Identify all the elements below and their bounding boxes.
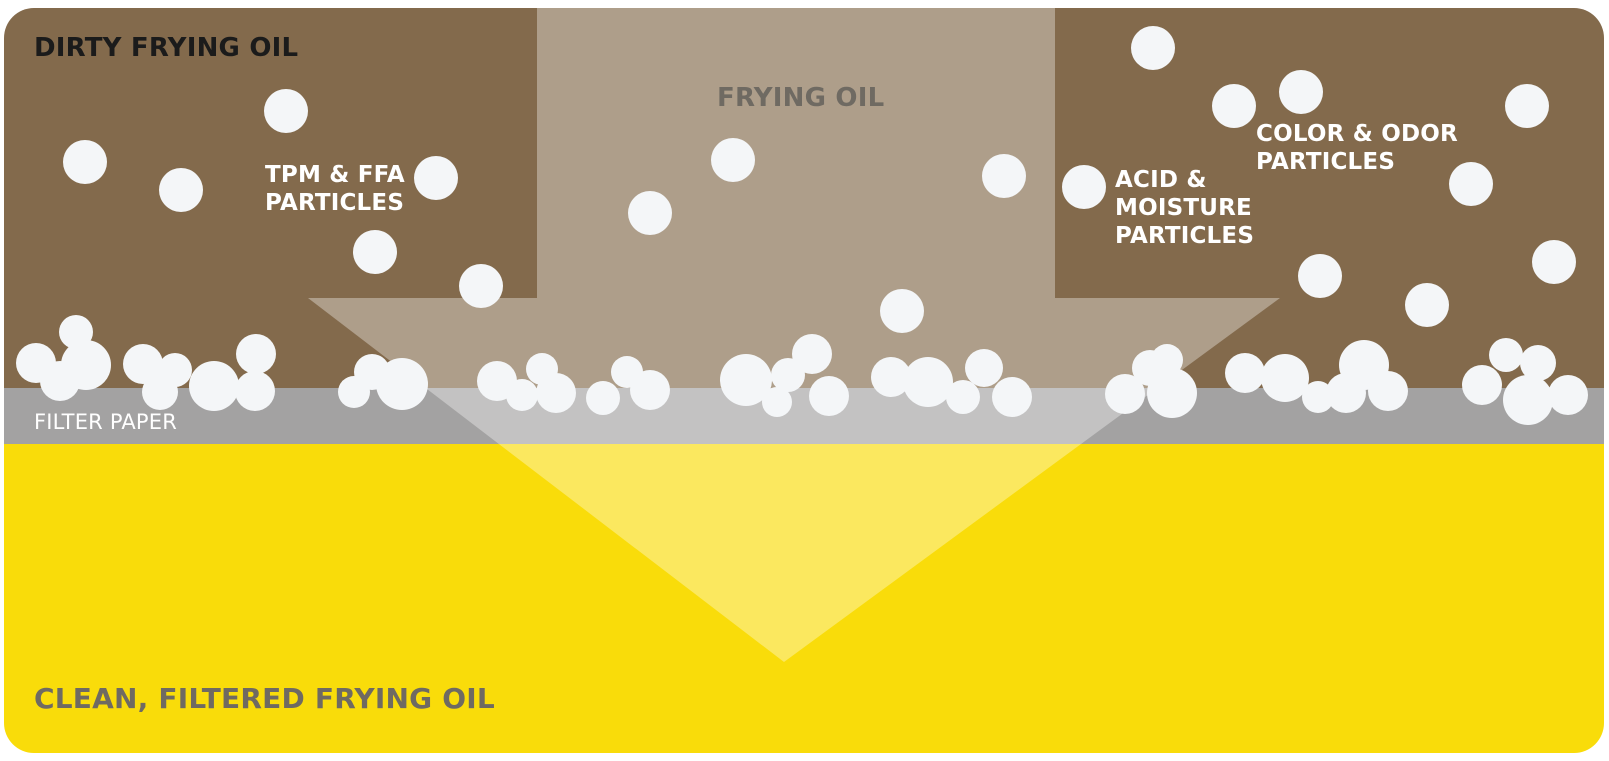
down-arrow-icon [308,8,1280,662]
trapped-particle-icon [1503,375,1553,425]
particle-icon [1505,84,1549,128]
particle-icon [711,138,755,182]
dirty-oil-title: DIRTY FRYING OIL [34,33,299,63]
trapped-particle-icon [1462,365,1502,405]
trapped-particle-icon [1147,368,1197,418]
trapped-particle-icon [965,349,1003,387]
clean-oil-title: CLEAN, FILTERED FRYING OIL [34,682,495,715]
trapped-particle-icon [903,357,953,407]
trapped-particle-icon [189,361,239,411]
particle-icon [1532,240,1576,284]
trapped-particle-icon [762,387,792,417]
trapped-particle-icon [236,334,276,374]
trapped-particle-icon [1368,371,1408,411]
trapped-particle-icon [1261,354,1309,402]
trapped-particle-icon [871,357,911,397]
dirty-oil-layer [4,8,1604,390]
trapped-particle-icon [1520,345,1556,381]
particle-icon [264,89,308,133]
trapped-particle-icon [992,377,1032,417]
free-particles [63,26,1576,333]
tpm-ffa-label: TPM & FFA PARTICLES [265,162,405,216]
trapped-particle-icon [235,371,275,411]
particle-icon [63,140,107,184]
trapped-particle-icon [1548,375,1588,415]
trapped-particle-icon [506,379,538,411]
trapped-particle-icon [40,361,80,401]
particle-icon [353,230,397,274]
trapped-particle-icon [630,370,670,410]
frying-oil-title: FRYING OIL [717,83,885,113]
trapped-particle-icon [1225,353,1265,393]
trapped-particle-icon [1105,374,1145,414]
clean-oil-layer [4,443,1604,753]
particle-icon [1062,165,1106,209]
trapped-particle-icon [946,380,980,414]
trapped-particle-icon [720,354,772,406]
trapped-particle-icon [792,334,832,374]
particle-icon [1131,26,1175,70]
particle-icon [1298,254,1342,298]
particle-icon [159,168,203,212]
particle-icon [414,156,458,200]
color-odor-label: COLOR & ODOR PARTICLES [1256,121,1458,175]
particle-icon [1449,162,1493,206]
particle-icon [1279,70,1323,114]
trapped-particle-icon [338,376,370,408]
particle-icon [982,154,1026,198]
trapped-particle-icon [536,373,576,413]
trapped-particles [16,315,1588,425]
trapped-particle-icon [1151,344,1183,376]
trapped-particle-icon [123,344,163,384]
trapped-particle-icon [376,358,428,410]
trapped-particle-icon [1302,381,1334,413]
particle-icon [459,264,503,308]
particle-icon [1405,283,1449,327]
particle-icon [628,191,672,235]
trapped-particle-icon [586,381,620,415]
filter-paper-label: FILTER PAPER [34,410,178,434]
trapped-particle-icon [809,376,849,416]
acid-moisture-label: ACID & MOISTURE PARTICLES [1115,167,1255,249]
particle-icon [880,289,924,333]
particle-icon [1212,84,1256,128]
trapped-particle-icon [142,374,178,410]
trapped-particle-icon [1489,338,1523,372]
